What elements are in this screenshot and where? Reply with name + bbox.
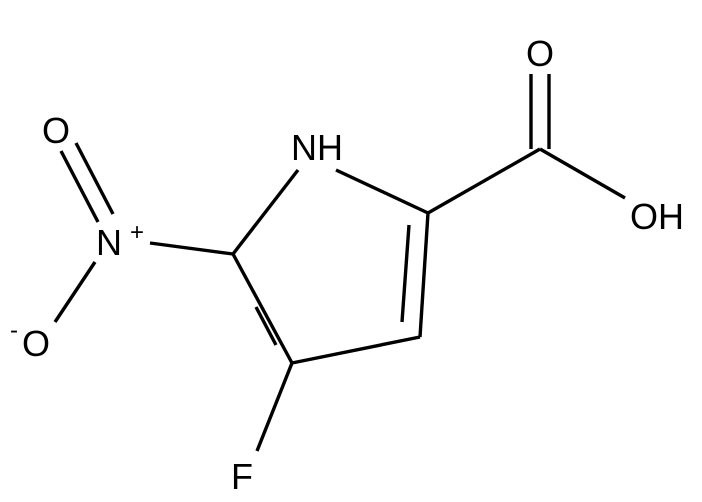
atom-o-nitro-double-label: O xyxy=(42,110,70,151)
bond-c4-c5 xyxy=(231,253,294,364)
atom-oh-label: OH xyxy=(630,196,684,237)
bond-n-o-double-2 xyxy=(74,142,115,215)
atom-o-carbonyl-label: O xyxy=(526,33,554,74)
charge-plus-label: + xyxy=(130,219,144,246)
bond-n-o-double-1 xyxy=(59,150,100,223)
bond-c-oh xyxy=(539,147,626,200)
atom-o-nitro-single-label: O xyxy=(22,323,50,364)
charge-minus-label: - xyxy=(10,317,18,344)
bond-c4-c5-inner xyxy=(254,306,278,346)
atom-nh-label: NH xyxy=(291,127,343,168)
bond-n-o-single xyxy=(53,261,97,323)
bond-c5-n-nitro xyxy=(149,241,234,256)
bond-c4-f xyxy=(255,362,294,452)
bond-c2-cooh xyxy=(427,147,541,215)
bond-c2-c3-inner xyxy=(400,224,411,323)
atom-f-label: F xyxy=(231,456,253,497)
bond-c2-c3 xyxy=(418,212,430,338)
bond-c3-c4 xyxy=(291,335,421,365)
atom-n-nitro-label: N xyxy=(96,222,122,263)
bond-c5-n1 xyxy=(231,168,300,256)
bond-n1-c2 xyxy=(335,168,429,215)
